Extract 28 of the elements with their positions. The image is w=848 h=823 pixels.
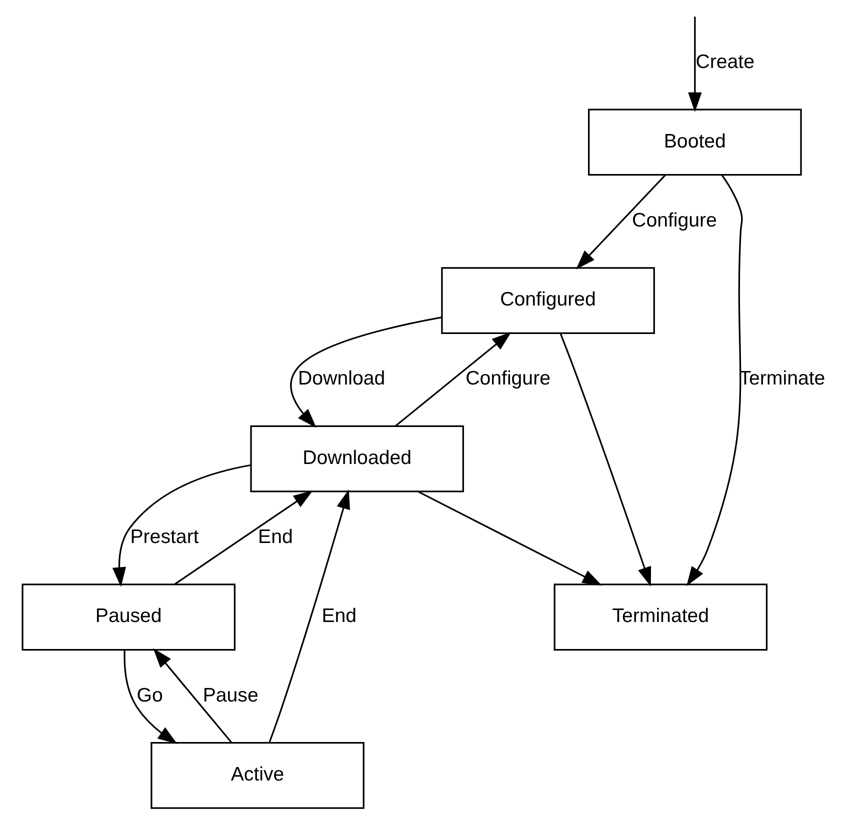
edge-label: End: [322, 605, 357, 628]
node-box: Booted: [588, 108, 802, 176]
arrow: [124, 650, 178, 744]
node-box: Paused: [22, 584, 236, 651]
edge-label: Download: [298, 368, 386, 390]
arrow: [395, 332, 512, 426]
edge-label: Terminate: [739, 368, 826, 390]
arrow: [174, 490, 313, 585]
arrow: [290, 316, 442, 428]
node-box: Terminated: [554, 584, 768, 651]
arrow: [688, 16, 702, 112]
arrow: [576, 174, 666, 270]
edge-label: Configure: [466, 368, 550, 390]
edge-label: Go: [136, 684, 163, 706]
arrow: [268, 489, 350, 743]
edge-label: End: [258, 526, 293, 548]
node-box: Configured: [441, 267, 655, 334]
arrow: [418, 491, 602, 586]
arrow: [112, 464, 251, 587]
node-box: Active: [150, 742, 364, 809]
edge-label: Pause: [202, 684, 258, 706]
arrow: [153, 648, 232, 743]
arrow: [686, 174, 743, 586]
edge-label: Prestart: [130, 526, 199, 548]
edge-label: Create: [696, 51, 754, 74]
edge-label: Configure: [632, 209, 717, 232]
arrow: [560, 333, 652, 587]
node-box: Downloaded: [250, 425, 464, 492]
